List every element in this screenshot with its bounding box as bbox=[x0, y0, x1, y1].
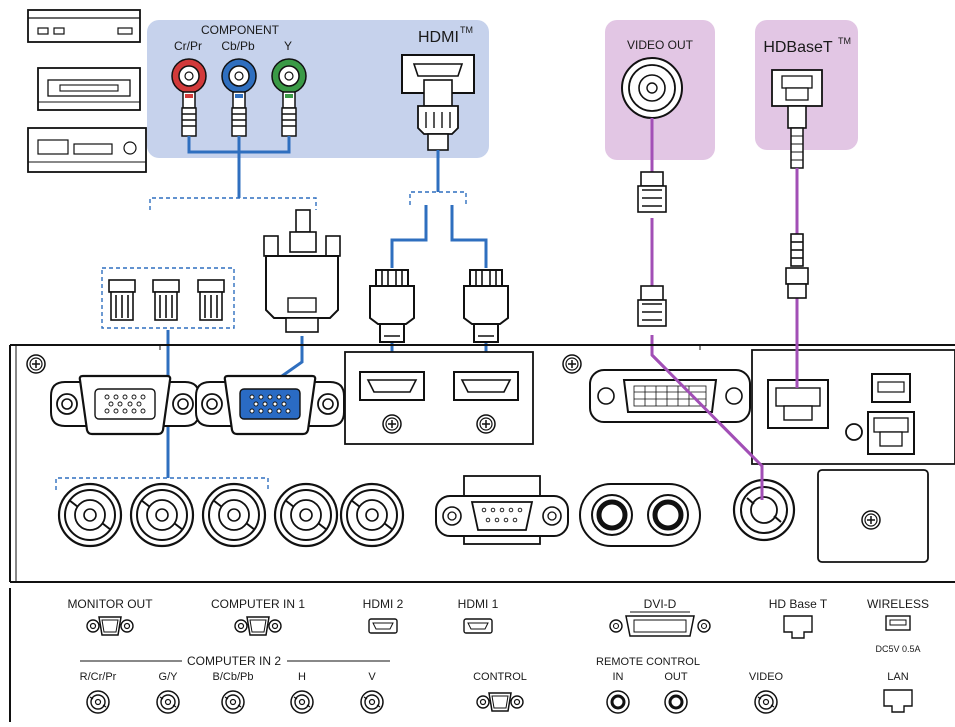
label-hd-base-t: HD Base T bbox=[769, 597, 828, 611]
label-wireless: WIRELESS bbox=[867, 597, 929, 611]
label-v: V bbox=[368, 671, 376, 683]
screw-icon bbox=[382, 414, 402, 434]
hdmi2-symbol-icon bbox=[368, 618, 398, 634]
vcr-icon bbox=[37, 67, 141, 111]
screw-icon bbox=[562, 354, 582, 374]
hdmi-source-port-icon bbox=[401, 54, 475, 151]
lan-port[interactable] bbox=[867, 411, 915, 455]
screw-icon bbox=[26, 354, 46, 374]
hdmi-trademark: TM bbox=[460, 25, 473, 35]
dvi-d-symbol-icon bbox=[609, 615, 711, 637]
rca-red-jack-icon bbox=[171, 58, 207, 94]
label-hdmi2: HDMI 2 bbox=[363, 597, 404, 611]
label-r-cr-pr: R/Cr/Pr bbox=[80, 671, 117, 683]
b-cb-pb-symbol-icon bbox=[221, 690, 245, 714]
bnc-h-port[interactable] bbox=[273, 482, 339, 548]
component-cb-pb-label: Cb/Pb bbox=[221, 39, 255, 53]
monitor-out-symbol-icon bbox=[86, 616, 134, 636]
label-h: H bbox=[298, 671, 306, 683]
dvi-d-port[interactable] bbox=[589, 369, 751, 423]
computer-in1-port[interactable] bbox=[194, 374, 346, 436]
label-hdmi1: HDMI 1 bbox=[458, 597, 499, 611]
hdbaset-trademark: TM bbox=[838, 36, 851, 46]
bnc-adapter-plugs bbox=[108, 279, 225, 321]
remote-in-port[interactable] bbox=[591, 494, 633, 536]
adapter-brackets bbox=[55, 191, 467, 490]
h-symbol-icon bbox=[290, 690, 314, 714]
video-symbol-icon bbox=[754, 690, 778, 714]
hdmi1-port[interactable] bbox=[453, 371, 519, 401]
bnc-v-port[interactable] bbox=[339, 482, 405, 548]
bnc-b-cb-pb-port[interactable] bbox=[201, 482, 267, 548]
lan-symbol-icon bbox=[883, 689, 913, 713]
dvd-player-icon bbox=[27, 9, 141, 43]
control-symbol-icon bbox=[476, 692, 524, 712]
remote-out-symbol-icon bbox=[664, 690, 688, 714]
control-port[interactable] bbox=[435, 475, 569, 545]
label-b-cb-pb: B/Cb/Pb bbox=[213, 671, 254, 683]
hdbaset-cable-plug bbox=[785, 233, 809, 299]
label-remote-control: REMOTE CONTROL bbox=[596, 656, 700, 668]
rca-blue-jack-icon bbox=[221, 58, 257, 94]
computer-in1-symbol-icon bbox=[234, 616, 282, 636]
projector-rear-panel bbox=[9, 344, 955, 583]
hdmi1-symbol-icon bbox=[463, 618, 493, 634]
hdmi1-cable-plug-icon bbox=[463, 269, 509, 343]
component-y-label: Y bbox=[284, 39, 292, 53]
r-cr-pr-symbol-icon bbox=[86, 690, 110, 714]
usb-wireless-port[interactable] bbox=[871, 373, 911, 403]
hdbaset-rj45-source-icon bbox=[771, 69, 823, 169]
video-cable-segment bbox=[650, 353, 764, 500]
hdbaset-title: HDBaseT bbox=[763, 39, 833, 56]
label-remote-out: OUT bbox=[664, 671, 688, 683]
hdmi2-cable-plug-icon bbox=[369, 269, 415, 343]
video-out-bnc-icon bbox=[621, 57, 683, 119]
remote-out-port[interactable] bbox=[647, 494, 689, 536]
indicator-icon bbox=[845, 423, 863, 441]
wireless-usb-symbol-icon bbox=[885, 615, 911, 631]
g-y-symbol-icon bbox=[156, 690, 180, 714]
component-cr-pr-label: Cr/Pr bbox=[174, 39, 202, 53]
av-receiver-icon bbox=[27, 127, 147, 173]
remote-control-ports bbox=[579, 483, 701, 547]
label-video: VIDEO bbox=[749, 671, 784, 683]
hdmi-title: HDMI bbox=[418, 29, 459, 46]
label-computer-in1: COMPUTER IN 1 bbox=[211, 597, 305, 611]
bnc-r-cr-pr-port[interactable] bbox=[57, 482, 123, 548]
label-monitor-out: MONITOR OUT bbox=[67, 597, 153, 611]
label-wireless-power: DC5V 0.5A bbox=[875, 644, 920, 654]
video-port[interactable] bbox=[732, 478, 796, 542]
v-symbol-icon bbox=[360, 690, 384, 714]
component-rca-jacks bbox=[171, 58, 307, 137]
hdmi2-port[interactable] bbox=[359, 371, 425, 401]
label-computer-in2: COMPUTER IN 2 bbox=[187, 654, 281, 668]
label-remote-in: IN bbox=[613, 671, 624, 683]
remote-in-symbol-icon bbox=[606, 690, 630, 714]
screw-icon bbox=[476, 414, 496, 434]
label-control: CONTROL bbox=[473, 671, 527, 683]
bnc-g-y-port[interactable] bbox=[129, 482, 195, 548]
video-out-title: VIDEO OUT bbox=[627, 38, 694, 52]
screw-icon bbox=[861, 510, 881, 530]
vga-cable-plug-icon bbox=[263, 209, 341, 333]
label-dvi-d: DVI-D bbox=[644, 597, 677, 611]
component-title: COMPONENT bbox=[201, 23, 280, 37]
source-devices bbox=[27, 9, 147, 173]
label-g-y: G/Y bbox=[159, 671, 179, 683]
label-lan: LAN bbox=[887, 671, 908, 683]
hd-base-t-symbol-icon bbox=[783, 615, 813, 639]
blue-cables bbox=[166, 136, 488, 478]
rca-green-jack-icon bbox=[271, 58, 307, 94]
monitor-out-port[interactable] bbox=[49, 374, 201, 436]
video-bnc-cable-plugs bbox=[637, 171, 667, 327]
